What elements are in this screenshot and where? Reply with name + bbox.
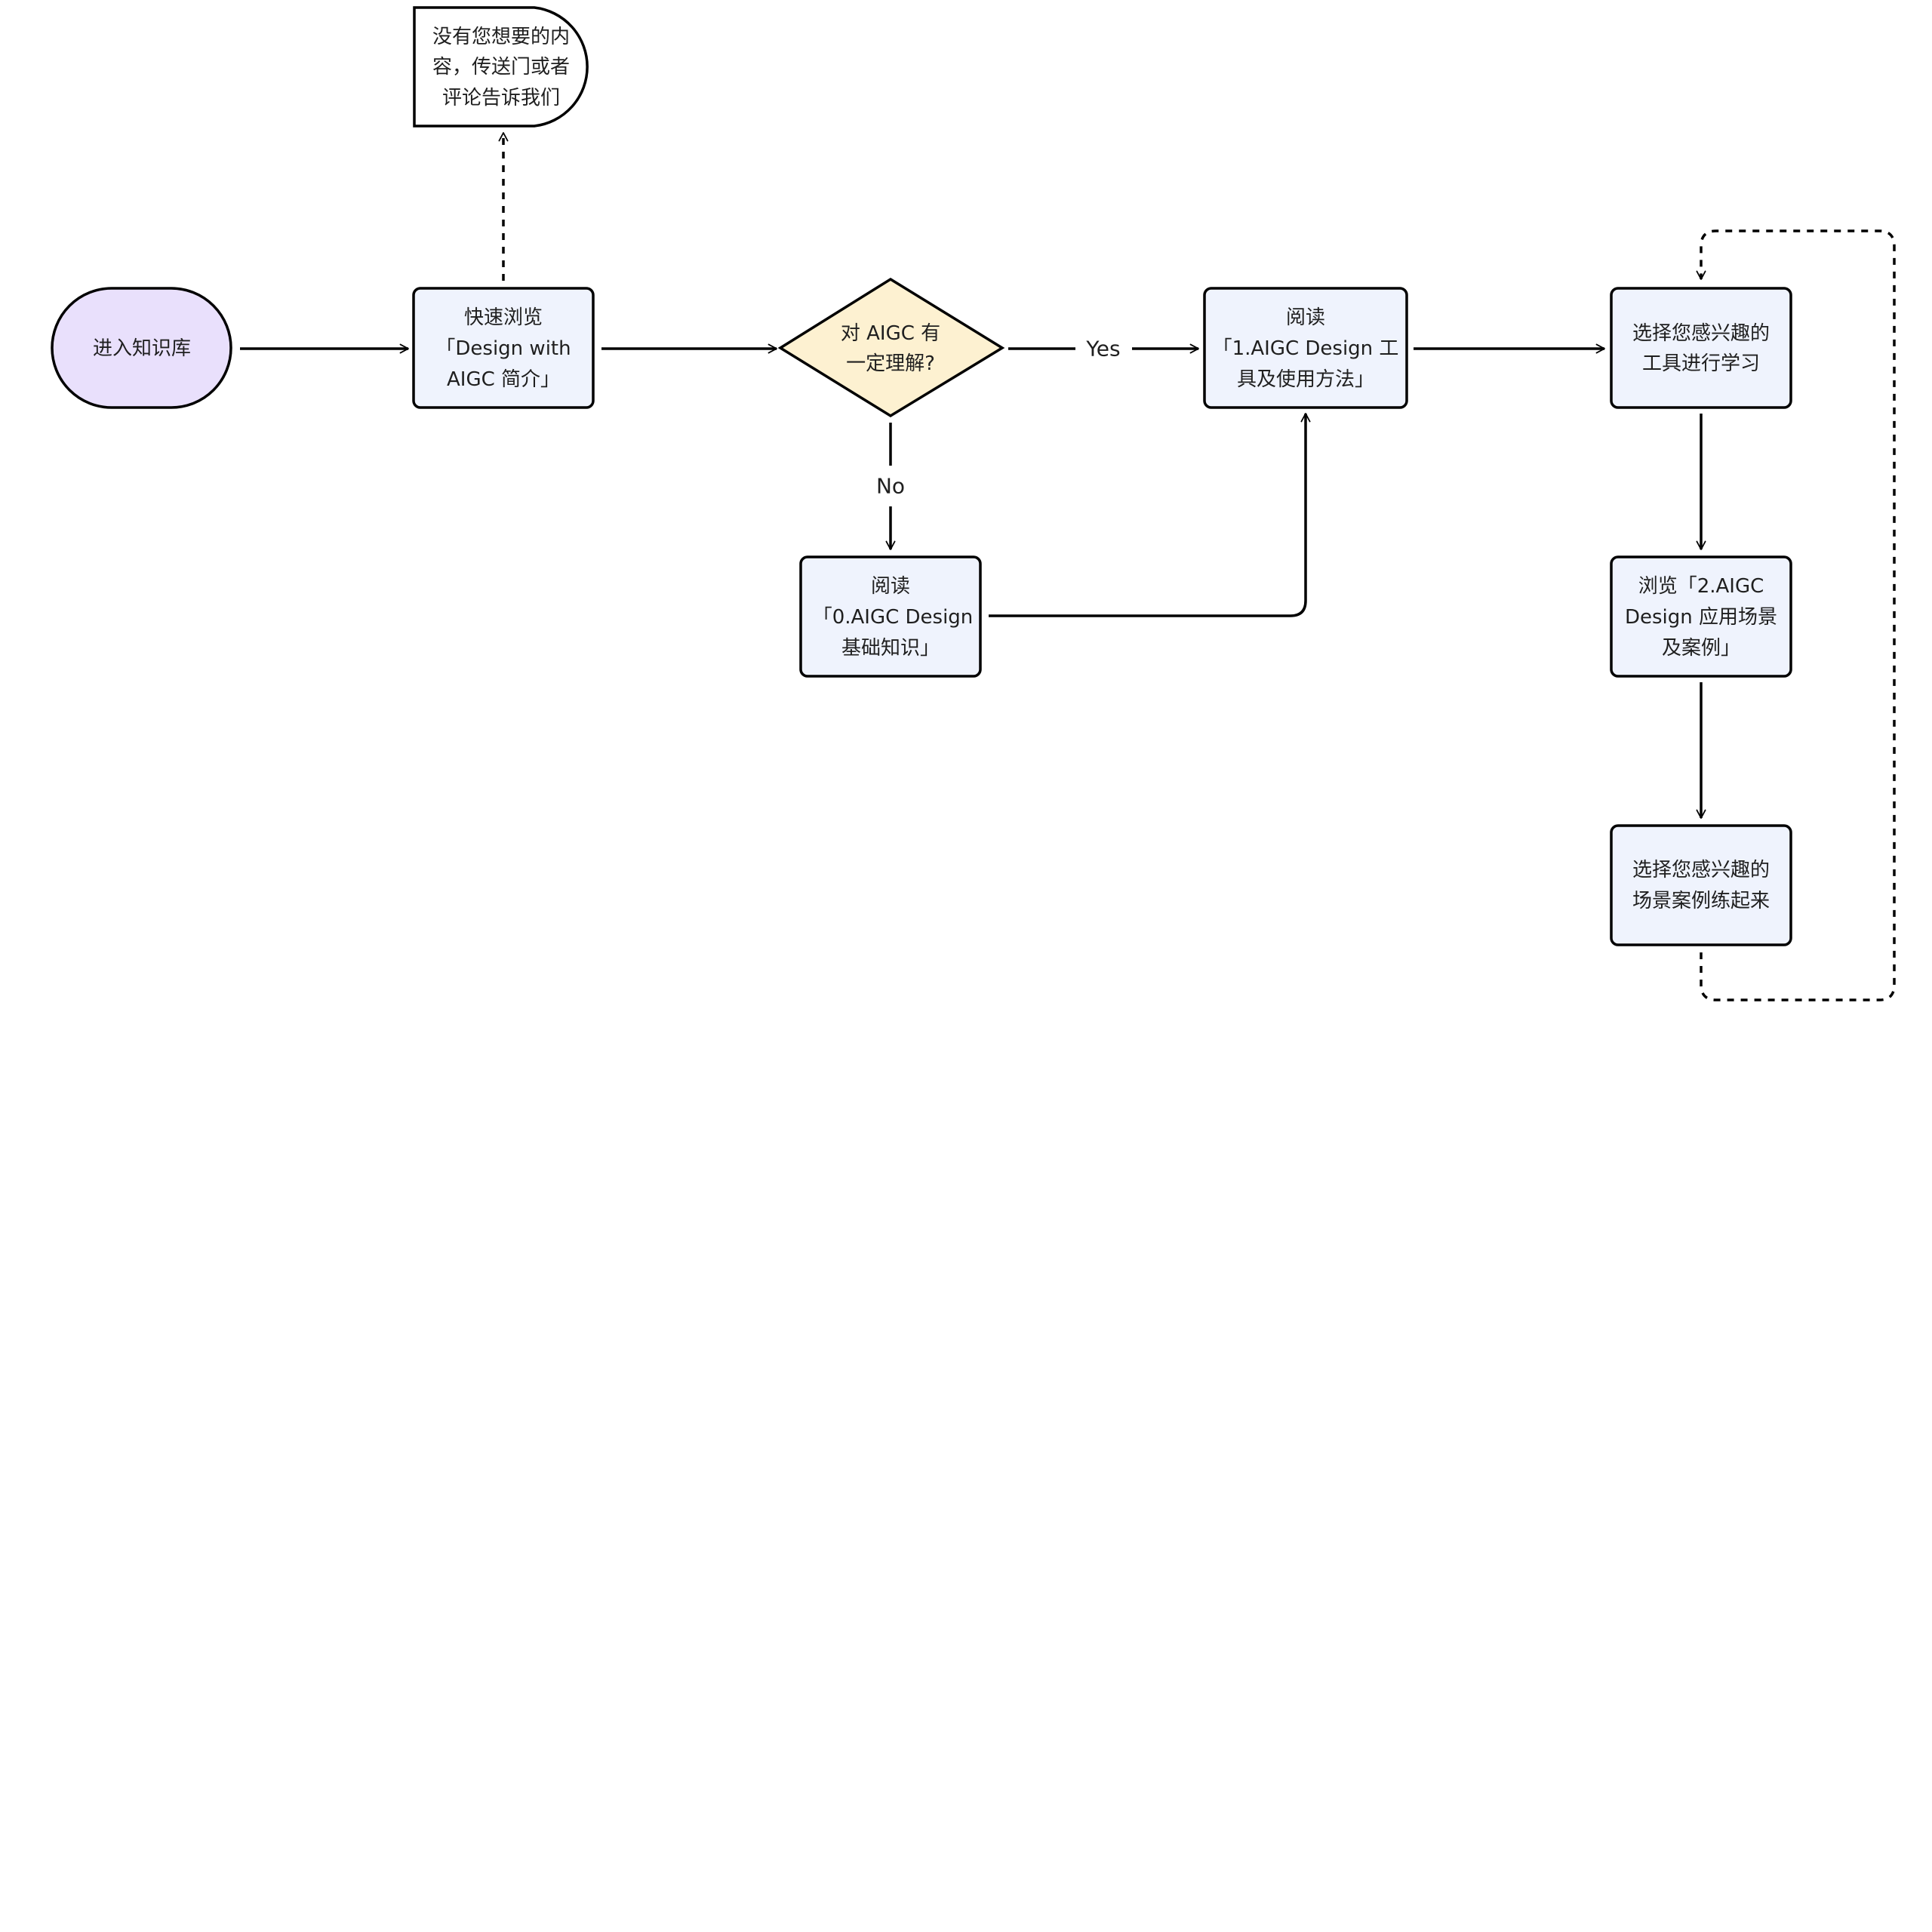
cases-label-line-1: 浏览「2.AIGC bbox=[1638, 575, 1764, 598]
choose-tool-label-line-1: 选择您感兴趣的 bbox=[1632, 322, 1770, 345]
intro-label-line-1: 快速浏览 bbox=[464, 306, 543, 329]
practice-process-shape bbox=[1610, 824, 1792, 946]
tools-label-line-3: 具及使用方法」 bbox=[1237, 368, 1374, 391]
basics-label-line-2: 「0.AIGC Design bbox=[813, 606, 974, 629]
node-cases: 浏览「2.AIGC Design 应用场景 及案例」 bbox=[1610, 555, 1792, 678]
intro-label-line-2: 「Design with bbox=[435, 337, 571, 360]
practice-label-line-2: 场景案例练起来 bbox=[1632, 890, 1770, 912]
node-intro: 快速浏览 「Design with AIGC 简介」 bbox=[412, 287, 595, 409]
edges-layer bbox=[240, 132, 1896, 1001]
node-basics: 阅读 「0.AIGC Design 基础知识」 bbox=[799, 555, 982, 678]
feedback-label-line-3: 评论告诉我们 bbox=[442, 87, 560, 109]
tools-label-line-1: 阅读 bbox=[1286, 306, 1325, 329]
basics-process-shape bbox=[799, 555, 982, 678]
cases-label-line-3: 及案例」 bbox=[1662, 637, 1740, 660]
start-terminator-shape bbox=[51, 287, 232, 409]
tools-label-line-2: 「1.AIGC Design 工 bbox=[1213, 337, 1399, 360]
feedback-label-line-1: 没有您想要的内 bbox=[432, 26, 570, 48]
intro-label-line-3: AIGC 简介」 bbox=[447, 368, 560, 391]
decision-label-line-1: 对 AIGC 有 bbox=[841, 322, 940, 345]
basics-label-line-3: 基础知识」 bbox=[841, 637, 940, 660]
edge-basics-to-tools bbox=[989, 413, 1311, 617]
node-start: 进入知识库 bbox=[51, 287, 232, 409]
node-feedback: 没有您想要的内 容，传送门或者 评论告诉我们 bbox=[413, 6, 589, 128]
intro-process-shape bbox=[412, 287, 595, 409]
tools-process-shape bbox=[1203, 287, 1408, 409]
feedback-label-line-2: 容，传送门或者 bbox=[432, 56, 570, 78]
decision-diamond-shape bbox=[777, 277, 1005, 418]
practice-label-line-1: 选择您感兴趣的 bbox=[1632, 859, 1770, 881]
node-tools: 阅读 「1.AIGC Design 工 具及使用方法」 bbox=[1203, 287, 1408, 409]
feedback-delay-shape bbox=[413, 6, 589, 128]
node-decision: 对 AIGC 有 一定理解? bbox=[777, 277, 1005, 418]
edge-practice-to-choose-tool bbox=[1696, 229, 1896, 1001]
node-choose-tool: 选择您感兴趣的 工具进行学习 bbox=[1610, 287, 1792, 409]
edge-label-yes: Yes bbox=[1085, 337, 1120, 361]
decision-label-line-2: 一定理解? bbox=[846, 352, 935, 375]
choose-tool-process-shape bbox=[1610, 287, 1792, 409]
edge-label-no: No bbox=[876, 474, 905, 499]
cases-label-line-2: Design 应用场景 bbox=[1625, 606, 1777, 629]
basics-label-line-1: 阅读 bbox=[871, 575, 910, 598]
choose-tool-label-line-2: 工具进行学习 bbox=[1642, 352, 1760, 375]
start-label: 进入知识库 bbox=[93, 337, 191, 360]
cases-process-shape bbox=[1610, 555, 1792, 678]
node-practice: 选择您感兴趣的 场景案例练起来 bbox=[1610, 824, 1792, 946]
